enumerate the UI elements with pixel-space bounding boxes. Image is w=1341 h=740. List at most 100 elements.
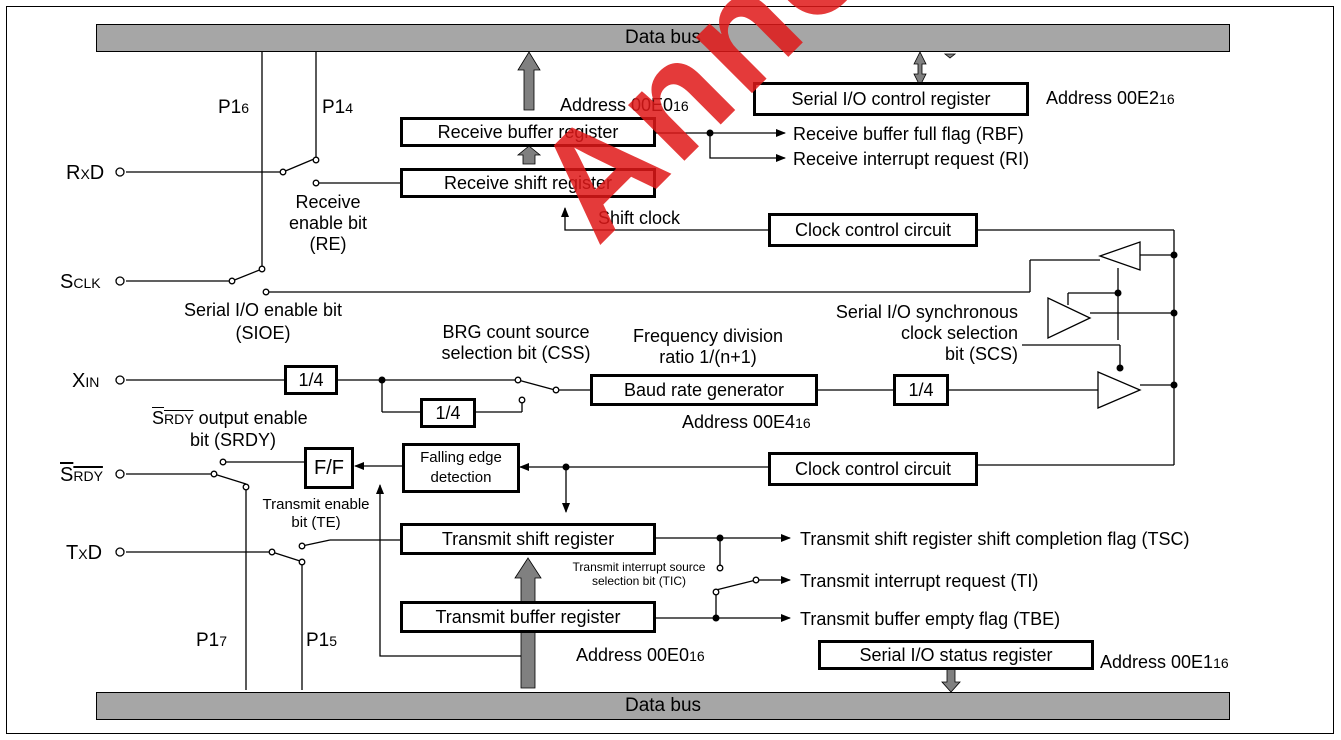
address-control-sub: 16 bbox=[1159, 91, 1175, 107]
scs-label: Serial I/O synchronous clock selection b… bbox=[800, 302, 1018, 365]
p14-text: P1 bbox=[322, 97, 346, 118]
sioe-label: Serial I/O enable bit (SIOE) bbox=[158, 300, 368, 344]
address-receive-sub: 16 bbox=[673, 98, 689, 114]
address-brg-text: Address 00E4 bbox=[682, 412, 796, 432]
clock-control-circuit-top: Clock control circuit bbox=[768, 213, 978, 247]
srdy-enable-rest: output enable bbox=[193, 408, 308, 428]
p17-sub: 7 bbox=[219, 633, 228, 649]
address-transmit-text: Address 00E0 bbox=[576, 645, 690, 665]
divider-1-4-c: 1/4 bbox=[893, 374, 949, 406]
te-line-1: Transmit enable bbox=[262, 496, 370, 513]
address-control: Address 00E216 bbox=[1046, 88, 1175, 110]
address-receive: Address 00E016 bbox=[560, 95, 689, 117]
re-line-1: Receive bbox=[295, 192, 361, 212]
tic-line-1: Transmit interrupt source bbox=[572, 560, 706, 574]
falling-edge-line-2: detection bbox=[430, 469, 492, 486]
address-brg-sub: 16 bbox=[795, 415, 811, 431]
sclk-s: S bbox=[60, 271, 74, 293]
css-line-2: selection bit (CSS) bbox=[441, 343, 591, 363]
p15-sub: 5 bbox=[329, 633, 338, 649]
receive-buffer-register: Receive buffer register bbox=[400, 117, 656, 147]
serial-io-status-register: Serial I/O status register bbox=[818, 640, 1094, 670]
transmit-shift-register: Transmit shift register bbox=[400, 523, 656, 555]
srdy-enable-label: SRDY output enable bit (SRDY) bbox=[152, 408, 308, 451]
address-status-text: Address 00E1 bbox=[1100, 652, 1214, 672]
srdy-enable-line-1: SRDY output enable bbox=[152, 408, 308, 430]
txd-d: D bbox=[87, 542, 103, 564]
diagram-frame bbox=[6, 6, 1334, 734]
freq-line-1: Frequency division bbox=[632, 326, 784, 346]
p16-label: P16 bbox=[218, 97, 249, 119]
clock-control-circuit-bottom: Clock control circuit bbox=[768, 452, 978, 486]
re-line-2: enable bit bbox=[288, 213, 368, 233]
css-line-1: BRG count source bbox=[442, 322, 590, 342]
address-transmit: Address 00E016 bbox=[576, 645, 705, 667]
p16-text: P1 bbox=[218, 97, 242, 118]
sioe-line-1: Serial I/O enable bit bbox=[183, 300, 343, 320]
re-line-3: (RE) bbox=[309, 234, 347, 254]
tic-label: Transmit interrupt source selection bit … bbox=[564, 560, 714, 588]
xin-in: IN bbox=[85, 374, 100, 390]
p17-text: P1 bbox=[196, 630, 220, 651]
rxd-x: X bbox=[80, 166, 90, 182]
scs-line-1: Serial I/O synchronous bbox=[835, 302, 1018, 322]
address-receive-text: Address 00E0 bbox=[560, 95, 674, 115]
ti-flag-label: Transmit interrupt request (TI) bbox=[800, 571, 1039, 591]
rxd-d: D bbox=[89, 162, 105, 184]
srdy-enable-s: S bbox=[152, 408, 165, 428]
p15-label: P15 bbox=[306, 630, 337, 652]
divider-1-4-a: 1/4 bbox=[284, 365, 338, 395]
freq-div-label: Frequency division ratio 1/(n+1) bbox=[610, 326, 806, 368]
data-bus-bottom: Data bus bbox=[96, 692, 1230, 720]
sclk-pin-label: SCLK bbox=[60, 271, 101, 294]
address-status: Address 00E116 bbox=[1100, 652, 1229, 674]
p17-label: P17 bbox=[196, 630, 227, 652]
ri-flag-label: Receive interrupt request (RI) bbox=[793, 149, 1030, 169]
tsc-flag-label: Transmit shift register shift completion… bbox=[800, 529, 1190, 549]
address-transmit-sub: 16 bbox=[689, 648, 705, 664]
serial-io-control-register: Serial I/O control register bbox=[753, 82, 1029, 116]
receive-shift-register: Receive shift register bbox=[400, 168, 656, 198]
sclk-clk: CLK bbox=[73, 275, 101, 291]
srdy-s: S bbox=[60, 464, 74, 486]
p14-label: P14 bbox=[322, 97, 353, 119]
p14-sub: 4 bbox=[345, 100, 354, 116]
falling-edge-detection: Falling edge detection bbox=[402, 443, 520, 493]
txd-pin-label: TXD bbox=[66, 542, 102, 565]
data-bus-top: Data bus bbox=[96, 24, 1230, 52]
txd-x: X bbox=[78, 546, 88, 562]
brg-css-label: BRG count source selection bit (CSS) bbox=[418, 322, 614, 364]
address-control-text: Address 00E2 bbox=[1046, 88, 1160, 108]
transmit-enable-label: Transmit enable bit (TE) bbox=[246, 496, 386, 532]
txd-t: T bbox=[66, 542, 79, 564]
p15-text: P1 bbox=[306, 630, 330, 651]
srdy-enable-line-2: bit (SRDY) bbox=[190, 430, 277, 450]
scs-line-3: bit (SCS) bbox=[944, 344, 1018, 364]
address-status-sub: 16 bbox=[1213, 655, 1229, 671]
sioe-line-2: (SIOE) bbox=[235, 323, 291, 343]
tbe-flag-label: Transmit buffer empty flag (TBE) bbox=[800, 609, 1061, 629]
falling-edge-line-1: Falling edge bbox=[420, 449, 502, 466]
shift-clock-label: Shift clock bbox=[598, 208, 681, 228]
rxd-r: R bbox=[66, 162, 81, 184]
receive-enable-bit-label: Receive enable bit (RE) bbox=[278, 192, 378, 255]
srdy-enable-rdy: RDY bbox=[164, 411, 194, 427]
scs-line-2: clock selection bbox=[900, 323, 1018, 343]
transmit-buffer-register: Transmit buffer register bbox=[400, 601, 656, 633]
te-line-2: bit (TE) bbox=[291, 514, 341, 531]
srdy-overline: SRDY bbox=[60, 464, 103, 486]
address-brg: Address 00E416 bbox=[682, 412, 811, 434]
baud-rate-generator: Baud rate generator bbox=[590, 374, 818, 406]
srdy-enable-overline: SRDY bbox=[152, 408, 194, 428]
rbf-flag-label: Receive buffer full flag (RBF) bbox=[793, 124, 1024, 144]
tic-line-2: selection bit (TIC) bbox=[591, 574, 687, 588]
rxd-pin-label: RXD bbox=[66, 162, 104, 185]
freq-line-2: ratio 1/(n+1) bbox=[659, 347, 757, 367]
flip-flop: F/F bbox=[304, 447, 354, 489]
divider-1-4-b: 1/4 bbox=[420, 398, 476, 428]
srdy-pin-label: SRDY bbox=[60, 464, 103, 487]
srdy-rdy: RDY bbox=[73, 468, 103, 484]
xin-pin-label: XIN bbox=[72, 370, 99, 393]
